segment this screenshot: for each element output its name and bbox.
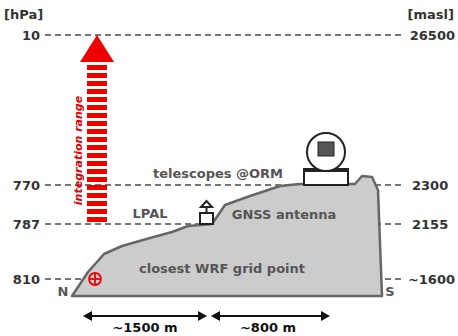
level-label: GNSS antenna: [230, 207, 339, 222]
antenna-box: [200, 213, 213, 224]
telescope-slit: [318, 142, 334, 156]
distance-arrows: [83, 311, 330, 321]
distance-label: ~1500 m: [110, 320, 179, 335]
altitude-value: 2300: [410, 178, 450, 193]
arrow-label: integration range: [73, 93, 86, 206]
pressure-value: 810: [11, 272, 42, 287]
pressure-value: 770: [11, 178, 42, 193]
dimension-head: [198, 311, 207, 321]
gnss-antenna-icon: [200, 201, 213, 224]
grid-point-cross: [94, 273, 96, 285]
wrf-grid-marker: [89, 273, 101, 285]
distance-label: ~800 m: [238, 320, 298, 335]
dimension-head: [321, 311, 330, 321]
altitude-value: ~1600: [406, 272, 457, 287]
telescope-icon: [304, 133, 348, 185]
telescope-dome: [307, 133, 345, 171]
pressure-value: 10: [20, 28, 42, 43]
arrow-body: [87, 62, 107, 222]
antenna-head: [201, 201, 212, 207]
arrow-head: [80, 35, 114, 62]
dimension-line: [218, 315, 323, 317]
mountain-profile: [72, 176, 382, 296]
dimension-head: [83, 311, 92, 321]
dimension-line: [90, 315, 200, 317]
dimension-head: [211, 311, 220, 321]
direction-label: S: [383, 284, 396, 299]
grid-point-circle: [89, 273, 101, 285]
telescope-building: [304, 169, 348, 185]
level-label: telescopes @ORM: [151, 166, 285, 181]
pressure-value: 787: [11, 217, 42, 232]
altitude-value: 26500: [408, 28, 457, 43]
level-label: LPAL: [131, 206, 170, 221]
unit-label: [masl]: [406, 7, 456, 22]
altitude-value: 2155: [410, 217, 450, 232]
direction-label: N: [56, 284, 71, 299]
level-line: [45, 34, 405, 36]
unit-label: [hPa]: [2, 7, 45, 22]
level-label: closest WRF grid point: [137, 261, 307, 276]
telescope-base: [304, 170, 348, 172]
